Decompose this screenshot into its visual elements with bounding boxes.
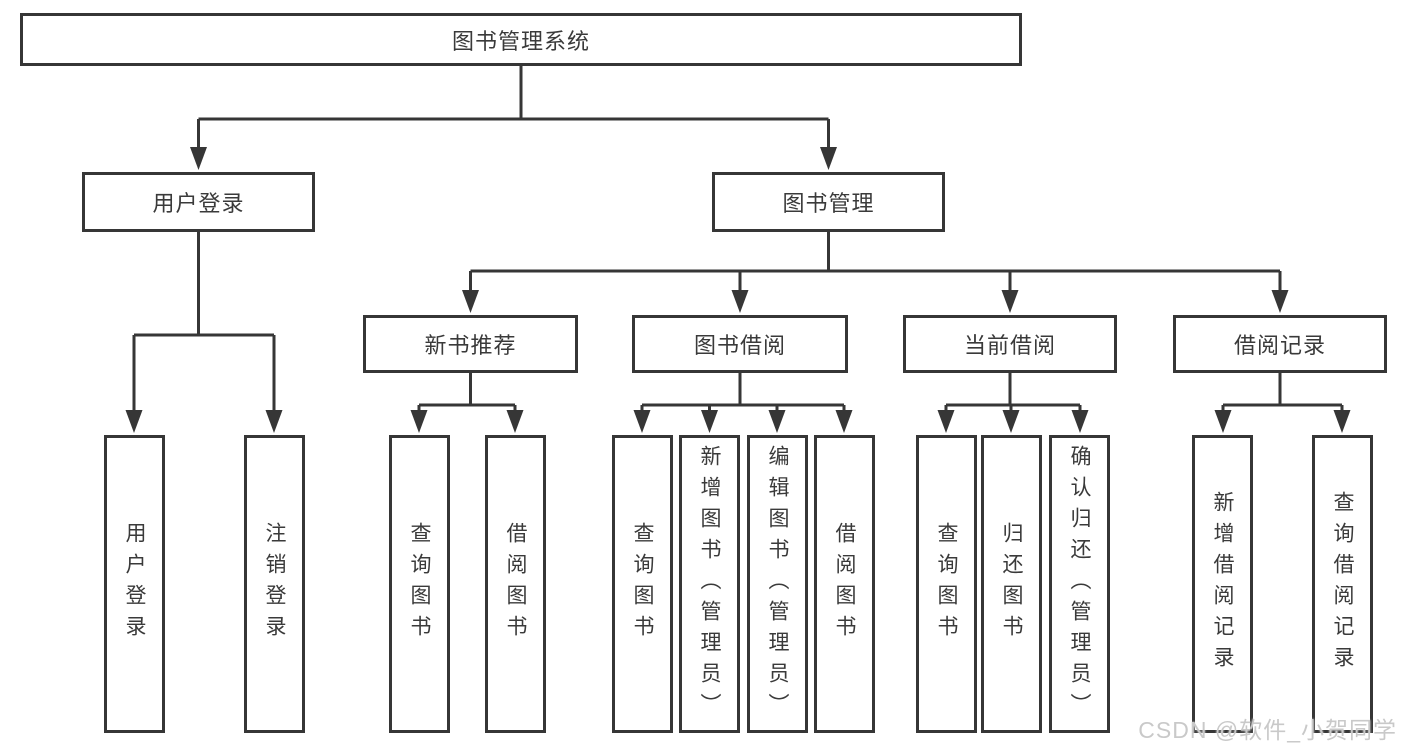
arrowhead: [1001, 290, 1019, 313]
leaf-query-borrow-record: 查询借阅记录: [1312, 435, 1373, 733]
leaf-query-books: 查询图书: [389, 435, 450, 733]
arrowhead: [701, 410, 718, 433]
arrowhead: [265, 410, 283, 433]
arrowhead: [1333, 410, 1351, 433]
connector-bookborrow-to-leaves: [633, 373, 853, 433]
arrowhead: [835, 410, 853, 433]
csdn-watermark: CSDN @软件_小贺同学: [1138, 717, 1397, 743]
arrowhead: [768, 410, 786, 433]
connector-book-mgmt-to-level3: [462, 232, 1289, 313]
arrowhead: [731, 290, 749, 313]
arrowhead: [633, 410, 651, 433]
node-book-management-module: 图书管理: [712, 172, 945, 232]
arrowhead: [1071, 410, 1089, 433]
arrowhead: [937, 410, 955, 433]
node-library-management-system: 图书管理系统: [20, 13, 1022, 66]
leaf-borrow-books: 借阅图书: [814, 435, 875, 733]
leaf-query-books: 查询图书: [612, 435, 673, 733]
leaf-add-borrow-record: 新增借阅记录: [1192, 435, 1253, 733]
leaf-user-login: 用户登录: [104, 435, 165, 733]
leaf-borrow-books: 借阅图书: [485, 435, 546, 733]
leaf-edit-books-admin: 编辑图书（管理员）: [747, 435, 808, 733]
connector-user-login-to-leaves: [125, 232, 283, 433]
arrowhead: [190, 147, 207, 170]
connector-currentborrow-to-leaves: [937, 373, 1089, 433]
arrowhead: [1271, 290, 1289, 313]
arrowhead: [462, 290, 479, 313]
leaf-query-books: 查询图书: [916, 435, 977, 733]
node-borrowing-records: 借阅记录: [1173, 315, 1387, 373]
node-new-book-recommendation: 新书推荐: [363, 315, 578, 373]
arrowhead: [820, 147, 837, 170]
arrowhead: [125, 410, 143, 433]
leaf-add-books-admin: 新增图书（管理员）: [679, 435, 740, 733]
leaf-logout: 注销登录: [244, 435, 305, 733]
node-user-login-module: 用户登录: [82, 172, 315, 232]
arrowhead: [1002, 410, 1020, 433]
leaf-return-books: 归还图书: [981, 435, 1042, 733]
arrowhead: [1214, 410, 1232, 433]
node-book-borrowing: 图书借阅: [632, 315, 848, 373]
connector-newbook-to-leaves: [410, 373, 524, 433]
node-current-borrowing: 当前借阅: [903, 315, 1117, 373]
connector-root-to-level2: [190, 66, 837, 170]
leaf-confirm-return-admin: 确认归还（管理员）: [1049, 435, 1110, 733]
arrowhead: [506, 410, 524, 433]
arrowhead: [410, 410, 428, 433]
connector-borrowrecords-to-leaves: [1214, 373, 1351, 433]
